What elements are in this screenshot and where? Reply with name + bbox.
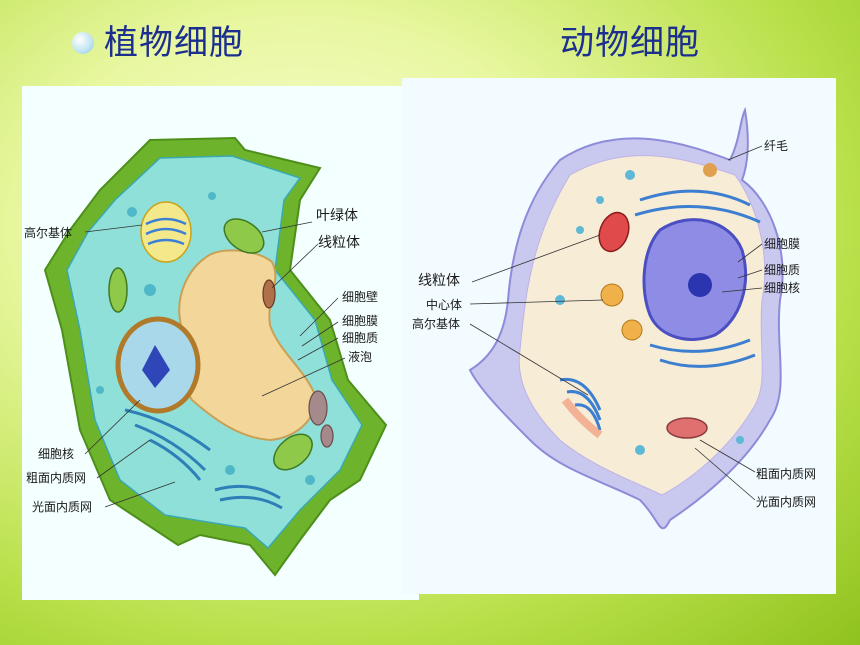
plant-chloroplast-3 bbox=[273, 433, 313, 471]
animal-label-golgi: 高尔基体 bbox=[412, 317, 461, 331]
plant-cell-title: 植物细胞 bbox=[104, 23, 244, 63]
plant-label-rough-er: 粗面内质网 bbox=[26, 471, 87, 485]
animal-label-centrosome: 中心体 bbox=[426, 298, 463, 312]
plant-label-smooth-er: 光面内质网 bbox=[32, 500, 93, 514]
animal-nucleolus bbox=[688, 273, 712, 297]
plant-golgi bbox=[140, 201, 192, 263]
plant-mitochondria bbox=[262, 279, 276, 309]
animal-label-cilia: 纤毛 bbox=[764, 139, 789, 153]
animal-mitochondria bbox=[598, 211, 630, 253]
animal-label-nucleus: 细胞核 bbox=[764, 281, 801, 295]
plant-label-cell-membrane: 细胞膜 bbox=[342, 314, 379, 328]
plant-label-chloroplast: 叶绿体 bbox=[316, 208, 358, 224]
animal-golgi bbox=[559, 377, 602, 431]
plant-label-nucleus: 细胞核 bbox=[38, 447, 75, 461]
animal-label-cytoplasm: 细胞质 bbox=[764, 263, 801, 277]
animal-cell-title: 动物细胞 bbox=[560, 23, 700, 63]
plant-label-mitochondria: 线粒体 bbox=[318, 235, 360, 251]
plant-label-cell-wall: 细胞壁 bbox=[342, 290, 379, 304]
animal-cilia-base bbox=[703, 163, 717, 177]
animal-er bbox=[634, 189, 761, 368]
plant-nucleolus bbox=[142, 345, 170, 388]
plant-label-golgi: 高尔基体 bbox=[24, 226, 73, 240]
plant-label-cytoplasm: 细胞质 bbox=[342, 331, 379, 345]
animal-label-mitochondria: 线粒体 bbox=[418, 273, 460, 289]
plant-label-vacuole: 液泡 bbox=[348, 350, 373, 364]
animal-label-smooth-er: 光面内质网 bbox=[756, 495, 817, 509]
plant-er bbox=[124, 408, 211, 481]
animal-label-rough-er: 粗面内质网 bbox=[756, 467, 817, 481]
plant-chloroplast-1 bbox=[223, 218, 265, 254]
title-bullet bbox=[72, 32, 94, 54]
plant-chloroplast-2 bbox=[108, 267, 128, 313]
animal-label-cell-membrane: 细胞膜 bbox=[764, 237, 801, 251]
animal-centrosome bbox=[600, 283, 624, 307]
